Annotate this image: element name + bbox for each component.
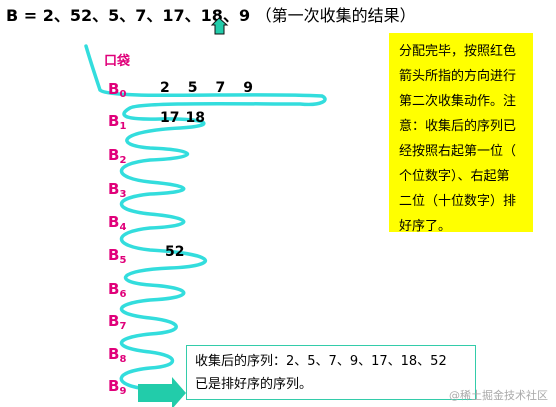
info-line: 第二次收集动作。注	[399, 94, 517, 109]
bucket-label-8: B8	[108, 345, 127, 365]
info-line: 个位数字）、右起第	[399, 169, 510, 184]
bucket-label-9: B9	[108, 377, 127, 397]
bucket-label-6: B6	[108, 280, 127, 300]
bucket-value: 18	[185, 110, 205, 126]
collection-curve	[84, 44, 327, 390]
bucket-value: 17	[160, 110, 180, 126]
watermark: @稀土掘金技术社区	[449, 389, 548, 402]
result-box: 收集后的序列：2、5、7、9、17、18、52 已是排好序的序列。	[186, 345, 476, 400]
info-line: 分配完毕，按照红色	[399, 44, 517, 59]
info-line: 经按照右起第一位（	[399, 144, 517, 159]
bucket-value: 5	[187, 80, 198, 96]
info-line: 好序了。	[399, 219, 452, 234]
result-line-2: 已是排好序的序列。	[195, 377, 313, 392]
bucket-label-4: B4	[108, 213, 127, 233]
bucket-label-5: B5	[108, 246, 127, 266]
bucket-values-5: 52	[165, 244, 202, 260]
title-note: （第一次收集的结果）	[255, 6, 416, 25]
bucket-label-0: B0	[108, 80, 127, 100]
bucket-value: 52	[165, 244, 185, 260]
info-line: 意：收集后的序列已	[399, 119, 517, 134]
info-line: 二位（十位数字）排	[399, 194, 517, 209]
bucket-label-1: B1	[108, 112, 127, 132]
result-line-1: 收集后的序列：2、5、7、9、17、18、52	[195, 354, 447, 369]
bucket-label-7: B7	[108, 312, 127, 332]
bucket-label-3: B3	[108, 180, 127, 200]
bucket-value: 2	[160, 80, 170, 96]
bucket-value: 7	[215, 80, 226, 96]
info-line: 箭头所指的方向进行	[399, 69, 517, 84]
right-arrow-icon	[138, 377, 186, 407]
pocket-label: 口袋	[104, 54, 131, 69]
bucket-value: 9	[243, 80, 253, 96]
up-arrow-icon	[210, 17, 229, 35]
bucket-label-2: B2	[108, 146, 127, 166]
title-text: B = 2、52、5、7、17、18、9	[6, 6, 251, 25]
info-box: 分配完毕，按照红色 箭头所指的方向进行 第二次收集动作。注 意：收集后的序列已 …	[389, 33, 533, 234]
bucket-values-0: 2 5 7 9	[160, 80, 271, 96]
title: B = 2、52、5、7、17、18、9 （第一次收集的结果）	[6, 2, 416, 26]
